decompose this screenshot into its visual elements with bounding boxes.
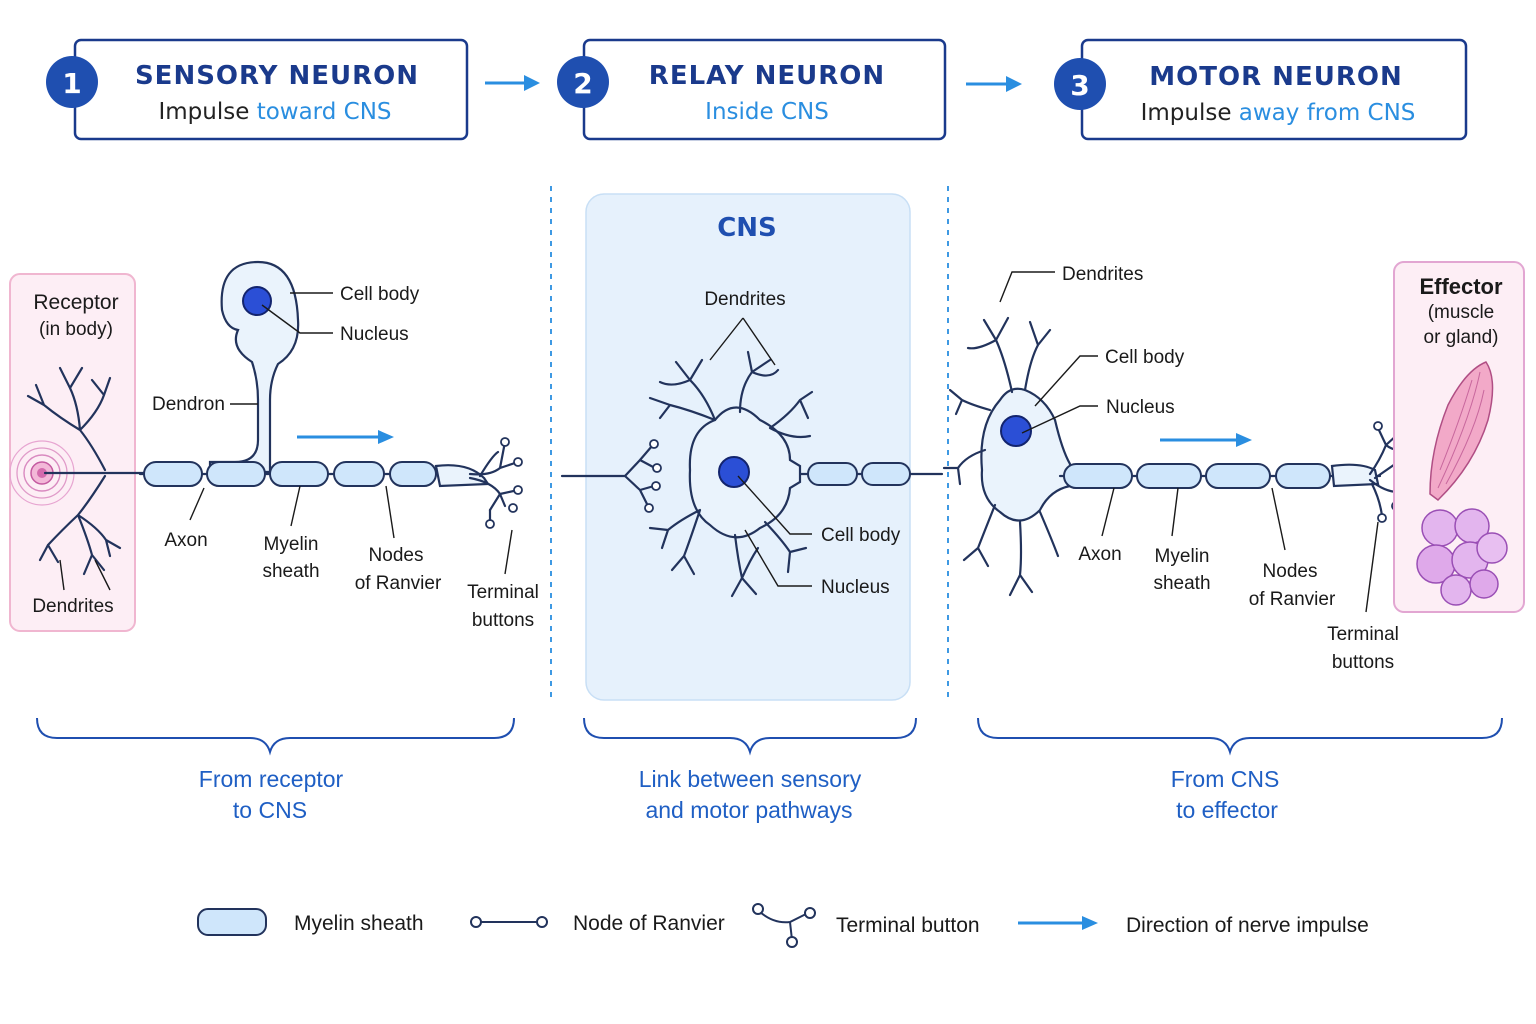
myelin-segment — [861, 462, 911, 486]
receptor-label: Receptor — [33, 291, 118, 314]
motor-axon-label: Axon — [1078, 544, 1121, 565]
legend-myelin-label: Myelin sheath — [294, 912, 424, 935]
relay-cellbody-label: Cell body — [821, 525, 901, 546]
svg-text:and motor pathways: and motor pathways — [645, 797, 852, 823]
sensory-impulse-arrow — [297, 430, 394, 444]
svg-text:sheath: sheath — [1153, 573, 1210, 594]
legend-terminal-icon — [752, 903, 816, 948]
effector-label: Effector — [1419, 274, 1503, 299]
legend-myelin-swatch — [197, 908, 267, 936]
sensory-subtitle: Impulse toward CNS — [158, 99, 391, 125]
cns-label: CNS — [717, 213, 777, 243]
legend-arrow-icon — [1018, 916, 1098, 930]
motor-terminal-label: Terminal — [1327, 624, 1399, 645]
relay-nucleus-label: Nucleus — [821, 577, 890, 598]
motor-dendrites-label: Dendrites — [1062, 264, 1143, 285]
relay-neuron: Dendrites Cell body Nucleus — [560, 289, 944, 598]
legend: Myelin sheath Node of Ranvier Terminal b… — [197, 903, 1369, 948]
myelin-segment — [143, 461, 203, 487]
svg-text:3: 3 — [1070, 69, 1089, 102]
svg-text:to effector: to effector — [1176, 797, 1278, 823]
myelin-segment — [807, 462, 858, 486]
myelin-segment — [333, 461, 385, 487]
header-sensory: 1 SENSORY NEURON Impulse toward CNS — [46, 38, 469, 141]
sensory-title: SENSORY NEURON — [135, 61, 419, 91]
sensory-axon-label: Axon — [164, 530, 207, 551]
svg-text:1: 1 — [62, 67, 81, 100]
legend-node-label: Node of Ranvier — [573, 912, 725, 935]
receptor-sublabel: (in body) — [39, 319, 113, 340]
motor-nucleus-label: Nucleus — [1106, 397, 1175, 418]
motor-title: MOTOR NEURON — [1149, 62, 1402, 92]
motor-myelin-label: Myelin — [1155, 546, 1210, 567]
myelin-segment — [389, 461, 437, 487]
receptor-rings-icon — [9, 440, 75, 506]
svg-text:to CNS: to CNS — [233, 797, 307, 823]
sensory-dendrites — [26, 366, 147, 591]
header-relay: 2 RELAY NEURON Inside CNS — [557, 38, 947, 141]
legend-node-icon — [470, 916, 548, 928]
muscle-icon — [1429, 361, 1494, 501]
header-arrow-1 — [485, 75, 540, 91]
myelin-segment — [1136, 463, 1202, 489]
caption-sensory: From receptor — [199, 766, 344, 792]
legend-terminal-label: Terminal button — [836, 914, 980, 937]
sensory-nodes-label: Nodes — [369, 545, 424, 566]
header-motor: 3 MOTOR NEURON Impulse away from CNS — [1054, 38, 1468, 141]
motor-labels: Dendrites Cell body Nucleus Axon Myelin … — [999, 264, 1399, 673]
myelin-segment — [1063, 463, 1133, 489]
relay-dendrites-label: Dendrites — [704, 289, 785, 310]
effector-panel: Effector (muscle or gland) — [1393, 261, 1525, 613]
svg-text:2: 2 — [573, 67, 592, 100]
sensory-dendrites-label: Dendrites — [32, 596, 113, 617]
motor-subtitle: Impulse away from CNS — [1141, 100, 1416, 126]
sensory-dendron-label: Dendron — [152, 394, 225, 415]
motor-cellbody-label: Cell body — [1105, 347, 1185, 368]
sensory-terminal-label: Terminal — [467, 582, 539, 603]
step-badge-1 — [46, 56, 98, 108]
myelin-segment — [206, 461, 266, 487]
caption-relay: Link between sensory — [639, 766, 862, 792]
myelin-segment — [269, 461, 329, 487]
caption-motor: From CNS — [1171, 766, 1280, 792]
sensory-nucleus-label: Nucleus — [340, 324, 409, 345]
sensory-nucleus — [242, 286, 272, 316]
svg-text:(muscle: (muscle — [1428, 302, 1495, 323]
myelin-segment — [1275, 463, 1331, 489]
sensory-myelin-label: Myelin — [264, 534, 319, 555]
sensory-cellbody-label: Cell body — [340, 284, 420, 305]
svg-text:of Ranvier: of Ranvier — [1249, 589, 1336, 610]
sensory-labels: Cell body Nucleus Dendron Axon Myelin sh… — [152, 284, 539, 631]
motor-nodes-label: Nodes — [1263, 561, 1318, 582]
sensory-cell-body — [208, 260, 300, 474]
gland-icon — [1416, 508, 1508, 606]
myelin-segment — [1205, 463, 1271, 489]
step-badge-3 — [1054, 58, 1106, 110]
header-arrow-2 — [966, 76, 1022, 92]
svg-text:of Ranvier: of Ranvier — [355, 573, 442, 594]
brace-relay: Link between sensory and motor pathways — [583, 717, 917, 823]
receptor-panel: Receptor (in body) Dendrites — [9, 273, 136, 632]
relay-subtitle: Inside CNS — [705, 99, 829, 125]
brace-motor: From CNS to effector — [977, 717, 1503, 823]
relay-title: RELAY NEURON — [649, 61, 885, 91]
brace-sensory: From receptor to CNS — [36, 717, 515, 823]
step-badge-2 — [557, 56, 609, 108]
motor-impulse-arrow — [1160, 433, 1252, 447]
svg-text:or gland): or gland) — [1424, 327, 1499, 348]
sensory-axon — [138, 461, 491, 488]
svg-text:buttons: buttons — [1332, 652, 1394, 673]
legend-direction-label: Direction of nerve impulse — [1126, 914, 1369, 937]
svg-text:sheath: sheath — [262, 561, 319, 582]
svg-text:buttons: buttons — [472, 610, 534, 631]
motor-nucleus — [1000, 415, 1032, 447]
sensory-terminal-buttons — [468, 437, 523, 529]
